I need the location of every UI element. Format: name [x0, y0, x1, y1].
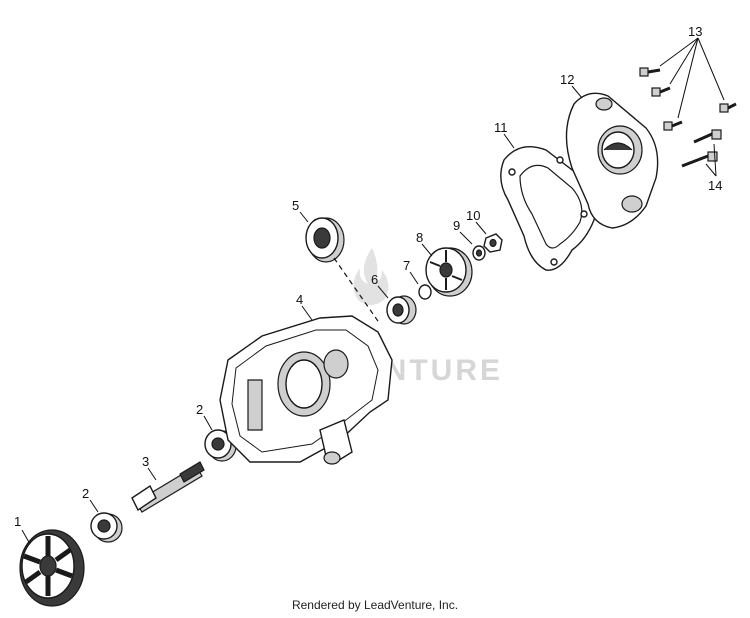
render-credit: Rendered by LeadVenture, Inc. [291, 598, 459, 612]
callout-12: 12 [560, 72, 574, 87]
callout-10: 10 [466, 208, 480, 223]
callout-11: 11 [494, 120, 508, 135]
part-11-gasket [500, 146, 597, 271]
part-1-gear [19, 529, 85, 607]
part-4-pump-housing [219, 315, 393, 465]
callout-5: 5 [292, 198, 299, 213]
callout-2-upper: 2 [196, 402, 203, 417]
bolt-13-a [639, 67, 661, 77]
part-2-bearing-lower [90, 512, 123, 543]
callout-3: 3 [142, 454, 149, 469]
part-3-shaft [131, 461, 205, 513]
bolt-13-d [719, 102, 737, 113]
callout-14: 14 [708, 178, 722, 193]
callout-6: 6 [371, 272, 378, 287]
bolt-13-c [663, 120, 683, 131]
bolt-14-a [693, 129, 722, 144]
callouts: 1 2 3 2 4 5 6 7 8 9 10 11 12 13 14 [14, 24, 722, 529]
part-13-bolts [639, 67, 737, 131]
part-6-bushing [386, 295, 417, 325]
part-9-washer [472, 245, 486, 261]
callout-13: 13 [688, 24, 702, 39]
bolt-14-b [681, 151, 718, 168]
part-12-pump-cover [565, 92, 659, 229]
part-8-impeller [425, 247, 473, 297]
callout-8: 8 [416, 230, 423, 245]
callout-4: 4 [296, 292, 303, 307]
part-10-nut [483, 233, 503, 253]
callout-2-lower: 2 [82, 486, 89, 501]
part-5-seal [305, 217, 345, 263]
callout-9: 9 [453, 218, 460, 233]
bolt-13-b [651, 86, 671, 97]
assembly-dashed-line [333, 257, 381, 325]
part-14-bolts [681, 129, 722, 168]
leader-lines [21, 37, 725, 545]
callout-1: 1 [14, 514, 21, 529]
watermark-flame-icon [353, 248, 389, 305]
callout-7: 7 [403, 258, 410, 273]
part-7-ring [418, 284, 432, 300]
